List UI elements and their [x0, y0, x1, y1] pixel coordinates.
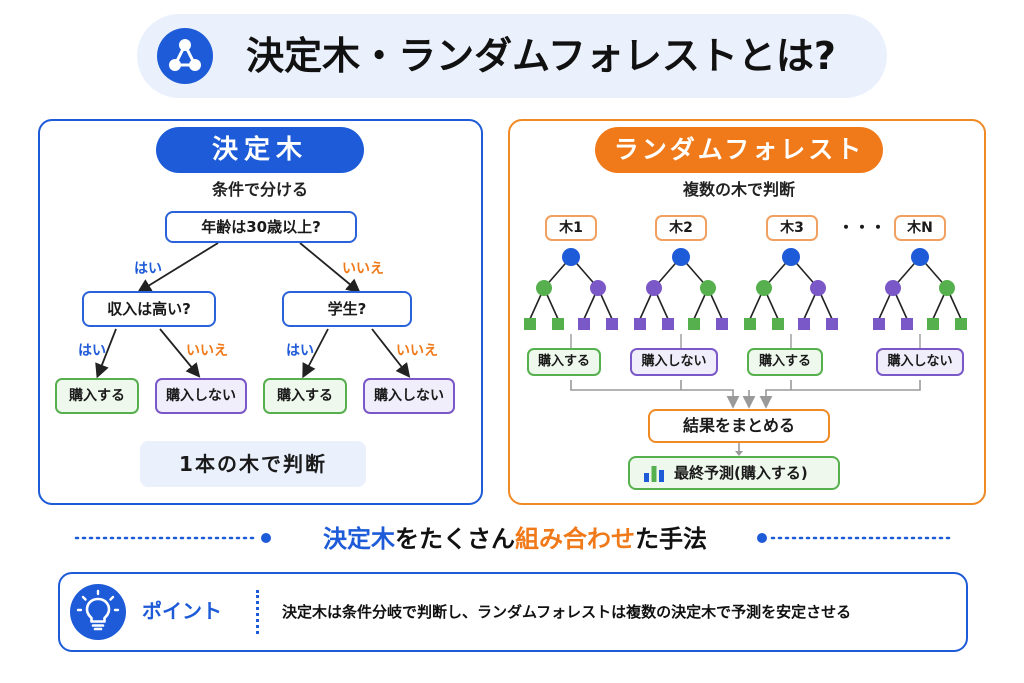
- point-divider: [256, 590, 261, 634]
- branch-yes-label: はい: [78, 343, 106, 359]
- tree-result-1: 購入する: [527, 348, 601, 376]
- tree-result-n: 購入しない: [876, 348, 964, 376]
- aggregate-box: 結果をまとめる: [648, 409, 830, 443]
- branch-yes-label: はい: [286, 343, 314, 359]
- point-text: 決定木は条件分岐で判断し、ランダムフォレストは複数の決定木で予測を安定させる: [282, 603, 852, 621]
- tree-label-n: 木N: [894, 215, 946, 241]
- summary-text-part: をたくさん: [395, 525, 515, 553]
- tree-leaf-node: [772, 318, 784, 330]
- tree-result-2: 購入しない: [630, 348, 718, 376]
- leaf-no-buy: 購入しない: [363, 378, 455, 414]
- tree-leaf-node: [552, 318, 564, 330]
- network-icon: [157, 28, 213, 84]
- tree-leaf-node: [688, 318, 700, 330]
- bar-chart-icon: [644, 466, 664, 482]
- header-banner: [137, 14, 887, 98]
- student-node: 学生?: [282, 291, 412, 327]
- decision-tree-connectors: [95, 242, 411, 379]
- random-forest-subtitle: 複数の木で判断: [682, 180, 795, 199]
- tree-leaf-node: [798, 318, 810, 330]
- final-prediction-label: 最終予測(購入する): [674, 464, 808, 482]
- decision-tree-footer: 1本の木で判断: [140, 441, 366, 487]
- tree-leaf-node: [716, 318, 728, 330]
- point-panel: [58, 572, 968, 652]
- random-forest-panel: [508, 119, 986, 505]
- tree-leaf-node: [578, 318, 590, 330]
- tree-label-2: 木2: [655, 215, 707, 241]
- summary-highlight-decision-tree: 決定木: [323, 525, 395, 553]
- summary-text-part: た手法: [635, 525, 707, 553]
- income-node: 収入は高い?: [82, 291, 216, 327]
- arrow-down-icon: [735, 443, 743, 456]
- forest-trees-graphic: [524, 248, 967, 409]
- tree-root-node: [782, 248, 800, 266]
- leaf-no-buy: 購入しない: [155, 378, 247, 414]
- summary-text: 決定木をたくさん組み合わせた手法: [300, 523, 730, 555]
- tree-branch-node: [756, 280, 772, 296]
- tree-branch-node: [939, 280, 955, 296]
- tree-leaf-node: [634, 318, 646, 330]
- leaf-buy: 購入する: [263, 378, 347, 414]
- tree-leaf-node: [524, 318, 536, 330]
- tree-leaf-node: [662, 318, 674, 330]
- decision-tree-panel: [38, 119, 483, 505]
- lightbulb-icon: [70, 584, 126, 640]
- branch-no-label: いいえ: [186, 343, 228, 359]
- summary-highlight-combine: 組み合わせ: [515, 525, 635, 553]
- summary-dotted-line: [74, 533, 954, 543]
- tree-root-node: [911, 248, 929, 266]
- branch-yes-label: はい: [134, 261, 162, 277]
- branch-no-label: いいえ: [396, 343, 438, 359]
- decision-tree-subtitle: 条件で分ける: [211, 180, 308, 199]
- tree-label-1: 木1: [545, 215, 597, 241]
- trees-ellipsis: ・・・: [838, 218, 887, 237]
- tree-leaf-node: [873, 318, 885, 330]
- tree-leaf-node: [826, 318, 838, 330]
- tree-branch-node: [885, 280, 901, 296]
- decision-tree-title: 決定木: [156, 127, 364, 173]
- tree-leaf-node: [901, 318, 913, 330]
- tree-leaf-node: [606, 318, 618, 330]
- tree-branch-node: [646, 280, 662, 296]
- random-forest-title: ランダムフォレスト: [595, 127, 883, 173]
- tree-branch-node: [536, 280, 552, 296]
- tree-branch-node: [700, 280, 716, 296]
- tree-leaf-node: [744, 318, 756, 330]
- leaf-buy: 購入する: [55, 378, 139, 414]
- tree-branch-node: [590, 280, 606, 296]
- tree-root-node: [672, 248, 690, 266]
- tree-root-node: [562, 248, 580, 266]
- tree-branch-node: [810, 280, 826, 296]
- tree-label-3: 木3: [766, 215, 818, 241]
- root-node: 年齢は30歳以上?: [165, 211, 357, 243]
- branch-no-label: いいえ: [342, 261, 384, 277]
- tree-result-3: 購入する: [747, 348, 823, 376]
- tree-leaf-node: [927, 318, 939, 330]
- page-title: 決定木・ランダムフォレストとは?: [246, 34, 836, 78]
- point-title: ポイント: [142, 599, 222, 623]
- tree-leaf-node: [955, 318, 967, 330]
